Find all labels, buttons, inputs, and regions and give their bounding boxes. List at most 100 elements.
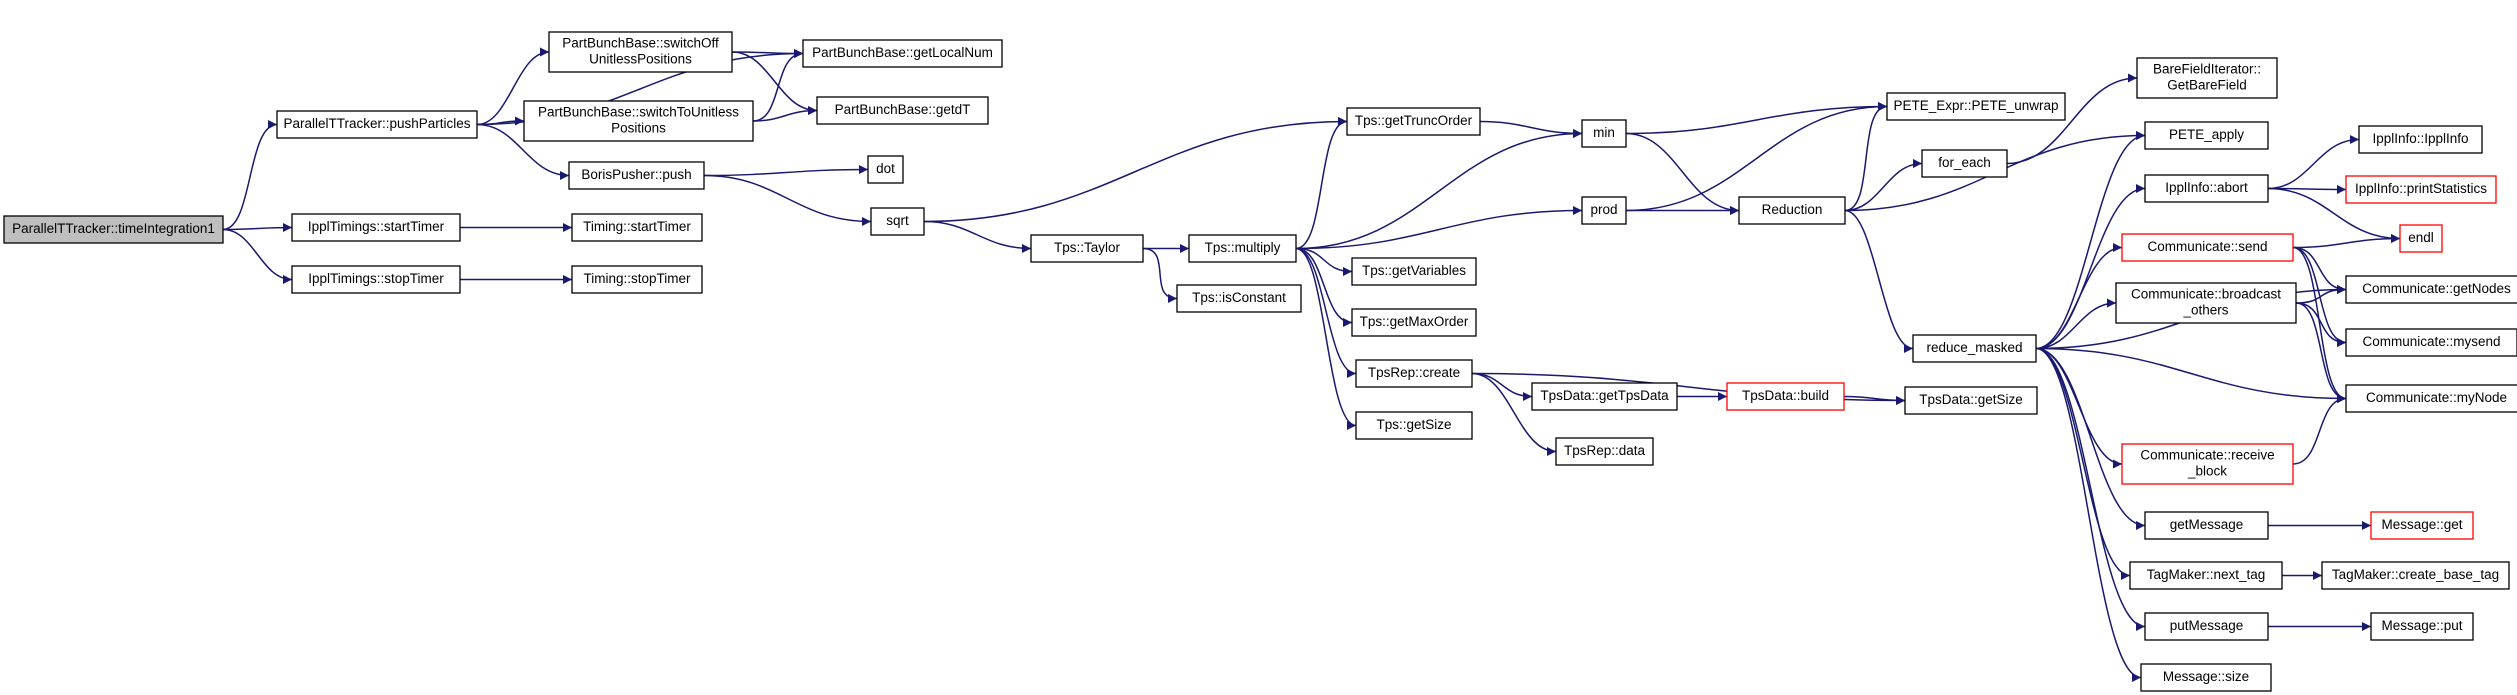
node-reduction[interactable]: Reduction [1738, 196, 1846, 225]
edge-multiply-to-prod [1295, 206, 1583, 250]
node-box [2121, 233, 2294, 262]
node-comm-receive[interactable]: Communicate::receive_block [2121, 443, 2294, 485]
node-get-variables[interactable]: Tps::getVariables [1351, 257, 1477, 286]
node-msg-get[interactable]: Message::get [2370, 511, 2474, 540]
node-taylor[interactable]: Tps::Taylor [1030, 234, 1144, 263]
node-switch-off[interactable]: PartBunchBase::switchOffUnitlessPosition… [548, 31, 733, 73]
node-get-tps-data[interactable]: TpsData::getTpsData [1531, 382, 1678, 411]
node-for-each[interactable]: for_each [1921, 149, 2008, 178]
edge-reduce-masked-to-pete-apply [2035, 131, 2146, 350]
edge-sqrt-to-get-trunc-order [923, 117, 1348, 223]
node-min[interactable]: min [1581, 119, 1627, 148]
node-pete-unwrap[interactable]: PETE_Expr::PETE_unwrap [1886, 92, 2066, 121]
node-comm-send[interactable]: Communicate::send [2121, 233, 2294, 262]
node-label: BareFieldIterator:: [2153, 62, 2261, 77]
node-box [1355, 411, 1473, 440]
node-box [276, 110, 478, 139]
node-label: Message::put [2381, 618, 2462, 633]
node-box [816, 96, 989, 125]
node-tps-rep-data[interactable]: TpsRep::data [1555, 437, 1654, 466]
node-box [2345, 275, 2517, 304]
node-next-tag[interactable]: TagMaker::next_tag [2129, 561, 2283, 590]
node-label: TpsRep::create [1368, 365, 1460, 380]
node-get-max-order[interactable]: Tps::getMaxOrder [1351, 308, 1477, 337]
node-label: Communicate::getNodes [2362, 281, 2511, 296]
node-box [1346, 107, 1481, 136]
node-create-base-tag[interactable]: TagMaker::create_base_tag [2321, 561, 2510, 590]
edge-root-to-start-timer-i [222, 223, 293, 233]
node-root[interactable]: ParallelTTracker::timeIntegration1 [3, 215, 224, 244]
node-start-timer-i[interactable]: IpplTimings::startTimer [291, 213, 461, 242]
edge-comm-send-to-get-nodes [2292, 246, 2347, 294]
node-timing-stop[interactable]: Timing::stopTimer [571, 265, 703, 294]
node-box [1355, 359, 1473, 388]
node-push-particles[interactable]: ParallelTTracker::pushParticles [276, 110, 478, 139]
edge-switch-to-to-get-local-num [752, 49, 804, 122]
node-tps-get-size[interactable]: Tps::getSize [1355, 411, 1473, 440]
node-print-stats[interactable]: IpplInfo::printStatistics [2345, 175, 2497, 204]
node-msg-size[interactable]: Message::size [2140, 663, 2272, 692]
node-box [2140, 663, 2272, 692]
node-box [1351, 257, 1477, 286]
node-timing-start[interactable]: Timing::startTimer [571, 213, 703, 242]
node-reduce-masked[interactable]: reduce_masked [1912, 334, 2037, 363]
node-box [1555, 437, 1654, 466]
node-label: PartBunchBase::switchOff [562, 36, 719, 51]
node-box [548, 31, 733, 73]
node-label: ParallelTTracker::timeIntegration1 [12, 221, 215, 236]
node-get-message[interactable]: getMessage [2144, 511, 2269, 540]
node-put-message[interactable]: putMessage [2144, 612, 2269, 641]
node-endl[interactable]: endl [2399, 224, 2443, 253]
node-box [1726, 382, 1845, 411]
node-box [568, 161, 705, 190]
node-box [870, 207, 925, 236]
node-label: Communicate::send [2147, 239, 2267, 254]
node-label: Reduction [1762, 202, 1823, 217]
node-mysend[interactable]: Communicate::mysend [2345, 328, 2517, 357]
node-layer: ParallelTTracker::timeIntegration1 Parall… [3, 31, 2517, 692]
edge-switch-off-to-getd-t [731, 51, 818, 115]
node-stop-timer-i[interactable]: IpplTimings::stopTimer [291, 265, 461, 294]
node-get-local-num[interactable]: PartBunchBase::getLocalNum [802, 39, 1003, 68]
node-label: Message::get [2381, 517, 2462, 532]
node-box [2144, 121, 2269, 150]
edge-reduction-to-for-each [1844, 159, 1923, 212]
node-sqrt[interactable]: sqrt [870, 207, 925, 236]
node-ippl-abort[interactable]: IpplInfo::abort [2144, 174, 2269, 203]
node-prod[interactable]: prod [1581, 196, 1627, 225]
edge-comm-receive-to-my-node [2292, 394, 2347, 465]
edge-reduce-masked-to-next-tag [2035, 347, 2131, 580]
node-tps-data-build[interactable]: TpsData::build [1726, 382, 1845, 411]
node-ippl-info-ctor[interactable]: IpplInfo::IpplInfo [2358, 125, 2483, 154]
edge-comm-send-to-endl [2292, 234, 2401, 249]
node-getd-t[interactable]: PartBunchBase::getdT [816, 96, 989, 125]
node-bare-field[interactable]: BareFieldIterator::GetBareField [2136, 57, 2278, 99]
node-comm-broadcast[interactable]: Communicate::broadcast_others [2115, 282, 2297, 324]
node-label: PETE_apply [2169, 127, 2244, 142]
node-msg-put[interactable]: Message::put [2370, 612, 2474, 641]
node-label: Tps::getSize [1376, 417, 1451, 432]
node-tps-data-get-size[interactable]: TpsData::getSize [1904, 386, 2038, 415]
node-box [291, 213, 461, 242]
node-dot[interactable]: dot [867, 155, 904, 184]
node-multiply[interactable]: Tps::multiply [1188, 234, 1297, 263]
edge-root-to-stop-timer-i [222, 228, 293, 284]
node-box [3, 215, 224, 244]
node-label: getMessage [2170, 517, 2244, 532]
node-label: Tps::isConstant [1192, 290, 1286, 305]
node-my-node[interactable]: Communicate::myNode [2345, 384, 2517, 413]
node-get-nodes[interactable]: Communicate::getNodes [2345, 275, 2517, 304]
node-box [1738, 196, 1846, 225]
node-tps-rep-create[interactable]: TpsRep::create [1355, 359, 1473, 388]
node-label: putMessage [2170, 618, 2244, 633]
edge-reduce-masked-to-my-node [2035, 347, 2347, 403]
node-is-constant[interactable]: Tps::isConstant [1176, 284, 1302, 313]
node-pete-apply[interactable]: PETE_apply [2144, 121, 2269, 150]
node-boris-push[interactable]: BorisPusher::push [568, 161, 705, 190]
node-label: IpplTimings::startTimer [308, 219, 445, 234]
node-label: TpsData::getTpsData [1540, 388, 1669, 403]
node-get-trunc-order[interactable]: Tps::getTruncOrder [1346, 107, 1481, 136]
node-label: Tps::getTruncOrder [1355, 113, 1473, 128]
edge-reduce-masked-to-msg-size [2035, 347, 2142, 682]
